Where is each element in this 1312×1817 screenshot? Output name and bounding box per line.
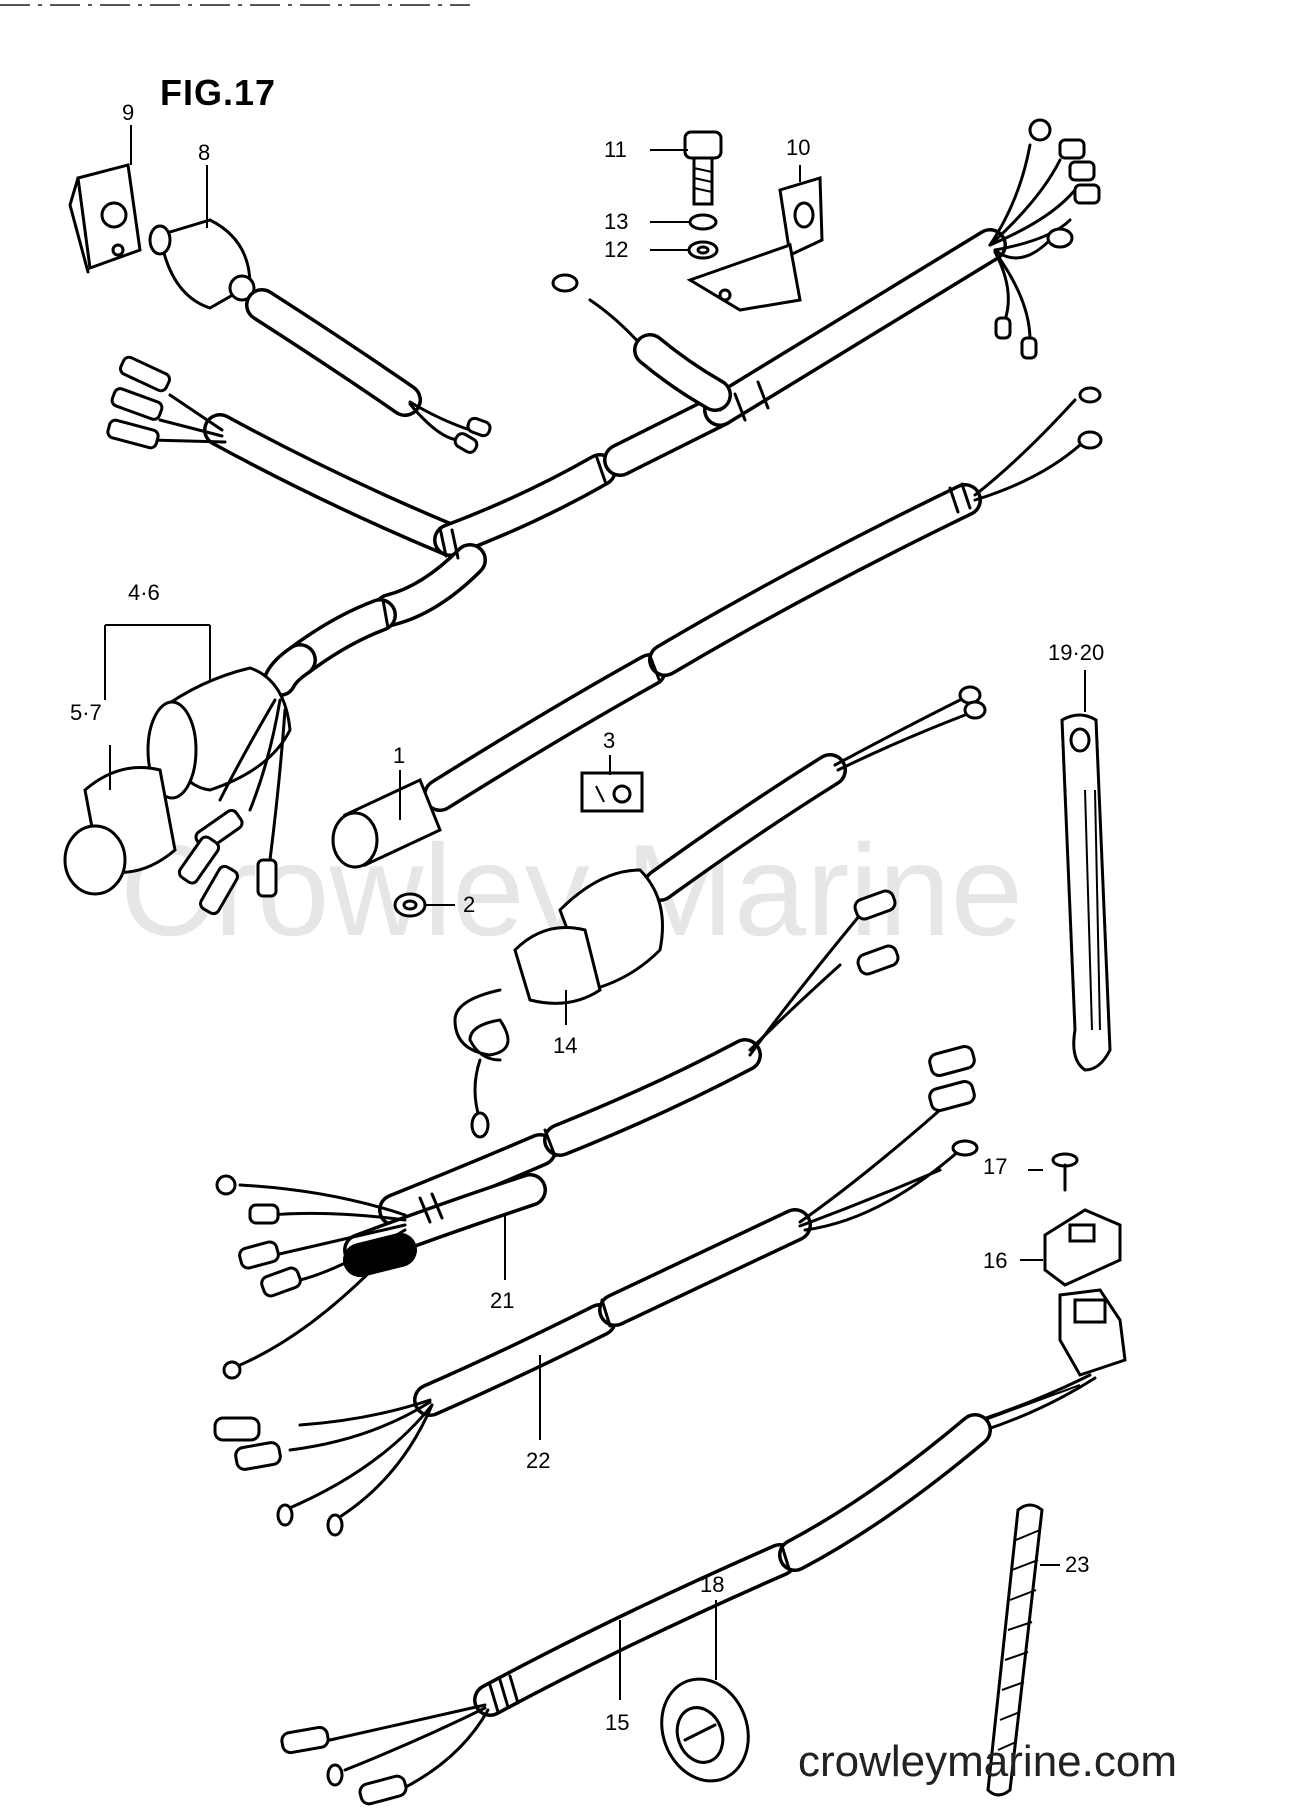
label-8: 8: [198, 140, 210, 165]
part-18-grommet: [660, 1677, 750, 1783]
main-cable-to-stop-switch: [423, 386, 1103, 812]
label-5-7: 5·7: [70, 700, 102, 725]
part-9-bracket: [68, 163, 142, 274]
leader-lines: [104, 125, 1086, 1700]
label-2: 2: [463, 892, 475, 917]
part-14-stop-switch: [453, 685, 987, 1139]
label-16: 16: [983, 1248, 1007, 1273]
part-13-washer: [688, 213, 718, 231]
label-18: 18: [700, 1572, 724, 1597]
site-url: crowleymarine.com: [798, 1737, 1177, 1786]
label-9: 9: [122, 100, 134, 125]
label-10: 10: [786, 135, 810, 160]
part-8-solenoid: [148, 218, 492, 454]
push-switch: [978, 1288, 1127, 1432]
part-11-bolt: [683, 130, 723, 206]
part-17-screw: [1051, 1152, 1079, 1192]
label-12: 12: [604, 237, 628, 262]
part-labels: 9 8 11 10 13 12 4·6 5·7 1 2 3 14 19·20 1…: [70, 100, 1104, 1735]
part-22-harness: [213, 1044, 979, 1537]
part-15-harness: [280, 1413, 992, 1806]
label-22: 22: [526, 1448, 550, 1473]
part-1-cap: [331, 777, 442, 869]
label-14: 14: [553, 1033, 577, 1058]
label-15: 15: [605, 1710, 629, 1735]
figure-title: FIG.17: [160, 72, 276, 113]
label-21: 21: [490, 1288, 514, 1313]
label-1: 1: [393, 743, 405, 768]
part-4-6-key-switch: [63, 643, 317, 916]
part-16-switch-cover: [1043, 1208, 1122, 1287]
label-23: 23: [1065, 1552, 1089, 1577]
label-17: 17: [983, 1154, 1007, 1179]
main-harness-upper: [106, 118, 1101, 677]
part-10-bracket: [686, 176, 824, 312]
part-19-20-strap: [1060, 713, 1112, 1072]
label-11: 11: [604, 137, 627, 162]
label-3: 3: [603, 728, 615, 753]
part-3-label-plate: [580, 771, 644, 813]
label-4-6: 4·6: [128, 580, 160, 605]
label-13: 13: [604, 209, 628, 234]
part-23-spiral-wrap: [986, 1503, 1044, 1797]
label-19-20: 19·20: [1048, 640, 1104, 665]
